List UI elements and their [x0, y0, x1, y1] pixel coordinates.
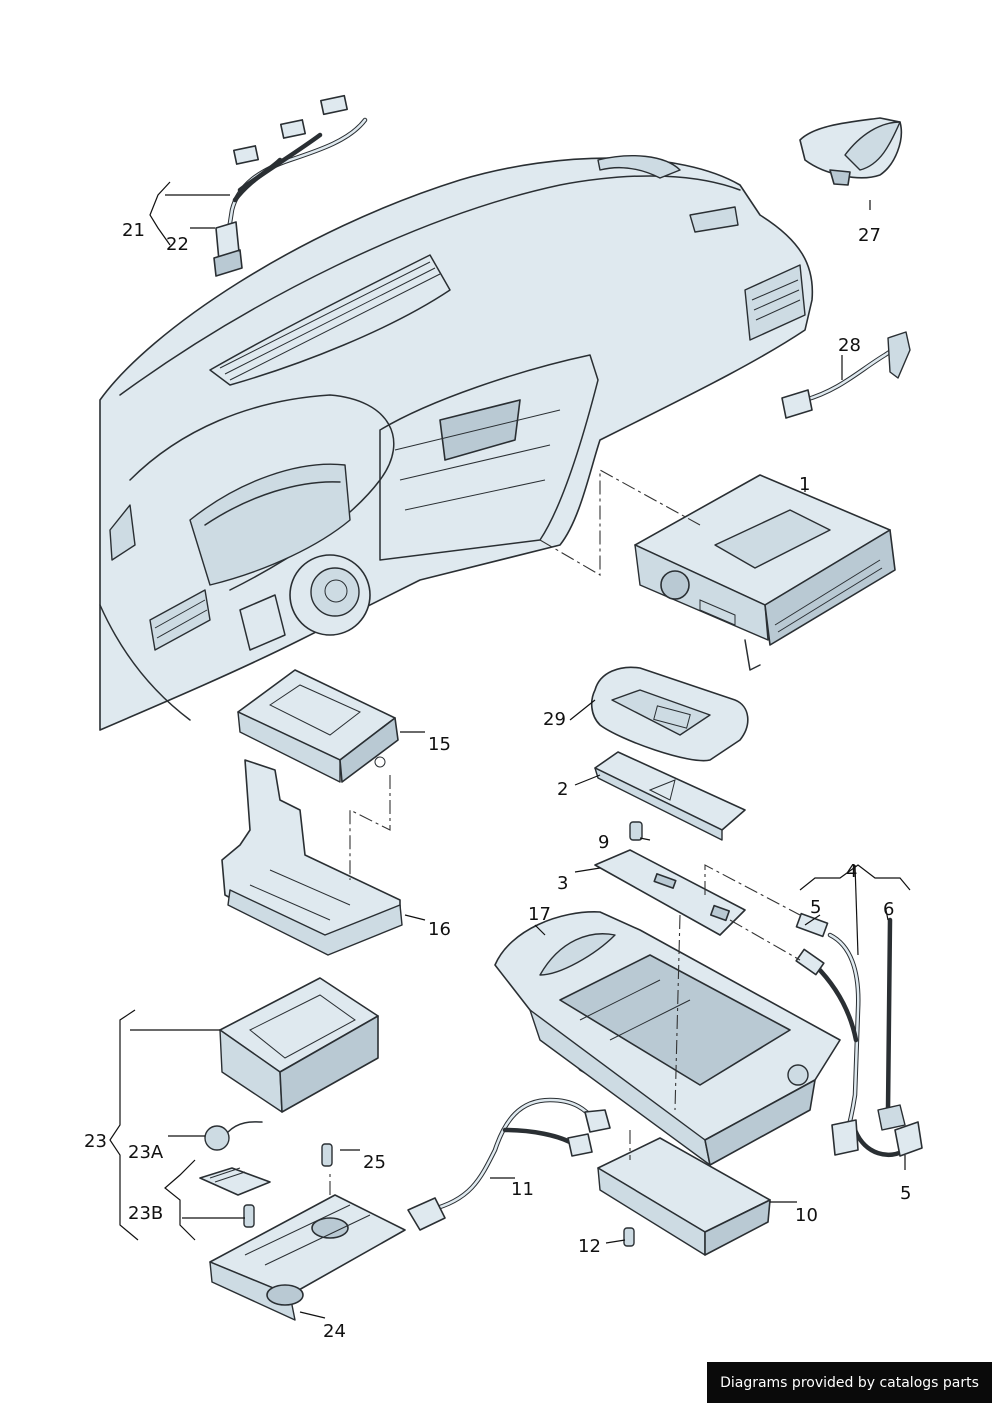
leader-lines [109, 181, 911, 1319]
charging-tray-29 [590, 666, 749, 762]
unit-23 [199, 977, 379, 1196]
bracket-16 [221, 759, 403, 956]
cable-28 [781, 331, 911, 419]
callout-4: 4 [846, 861, 857, 882]
callout-23b: 23B [128, 1203, 163, 1224]
callout-10: 10 [795, 1205, 818, 1226]
callout-23a: 23A [128, 1142, 164, 1163]
antenna-27 [799, 117, 902, 186]
callout-12: 12 [578, 1236, 601, 1257]
dashboard-illustration [99, 155, 814, 731]
callout-1: 1 [799, 474, 810, 495]
callout-2: 2 [557, 779, 568, 800]
pcb-2 [594, 751, 746, 841]
callouts: 1 2 3 4 5 5 6 9 10 11 12 15 16 17 21 22 … [84, 220, 911, 1342]
cable-11 [407, 1097, 611, 1231]
control-unit-15 [237, 669, 399, 783]
plate-3 [594, 849, 746, 936]
callout-22: 22 [166, 234, 189, 255]
callout-11: 11 [511, 1179, 534, 1200]
callout-15: 15 [428, 734, 451, 755]
console-box-17 [494, 911, 841, 1166]
harness-4-5-6 [795, 912, 923, 1158]
callout-16: 16 [428, 919, 451, 940]
credit-banner: Diagrams provided by catalogs parts [707, 1362, 992, 1403]
callout-21: 21 [122, 220, 145, 241]
callout-17: 17 [528, 904, 551, 925]
callout-23: 23 [84, 1131, 107, 1152]
callout-28: 28 [838, 335, 861, 356]
callout-3: 3 [557, 873, 568, 894]
callout-25: 25 [363, 1152, 386, 1173]
callout-27: 27 [858, 225, 881, 246]
screws [243, 821, 643, 1247]
callout-9: 9 [598, 832, 609, 853]
module-10 [597, 1137, 771, 1256]
head-unit-1 [634, 474, 896, 671]
callout-5-lower: 5 [900, 1183, 911, 1204]
callout-6: 6 [883, 899, 894, 920]
tray-24 [209, 1194, 406, 1321]
callout-24: 24 [323, 1321, 346, 1342]
callout-29: 29 [543, 709, 566, 730]
harness-21-22 [213, 94, 368, 277]
callout-5-upper: 5 [810, 897, 821, 918]
